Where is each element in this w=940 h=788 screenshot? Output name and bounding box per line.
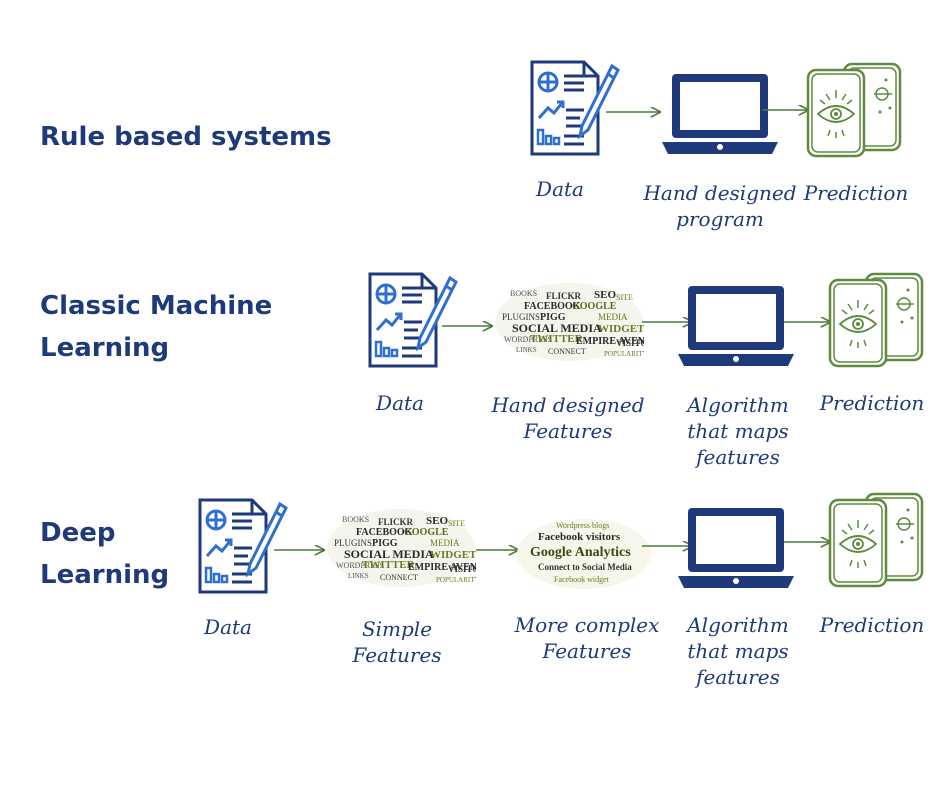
wordcloud-word: FACEBOOK (524, 301, 581, 312)
wordcloud-word: FLICKR (378, 517, 414, 527)
node-label-hand-designed-program: Hand designed program (643, 181, 797, 231)
wordcloud-word: SEO (426, 515, 448, 527)
wordcloud-word: PLUGINS (502, 312, 540, 322)
wordcloud-word: GOOGLE (404, 527, 449, 538)
node-label-data: Data (376, 391, 424, 415)
wordcloud-word: VISITORS (448, 564, 476, 574)
wordcloud-word: VISITORS (616, 338, 644, 348)
node-label-simple-features: Simple Features (352, 617, 442, 667)
wordcloud-word: EMPIRE AVENUE (576, 336, 644, 347)
wordcloud-word: MEDIA (430, 538, 460, 548)
wordcloud-word: POPULARITY (436, 576, 476, 584)
tarot-cards-icon (804, 60, 904, 160)
wordcloud-word: LINKS (516, 346, 537, 354)
wordcloud-word: CONNECT (380, 573, 418, 582)
wordcloud-word: CONNECT (548, 347, 586, 356)
wordcloud-word: TWITTER (530, 333, 584, 345)
wordcloud-word: Google Analytics (530, 545, 631, 560)
wordcloud-word: Connect to Social Media (538, 562, 632, 572)
wordcloud-word: SOCIAL MEDIA (512, 321, 602, 335)
tarot-cards-icon (826, 270, 926, 370)
wordcloud-word: TWITTER (362, 559, 416, 571)
wordcloud-word: GOOGLE (572, 301, 617, 312)
node-label-data: Data (204, 615, 252, 639)
arrow-icon (784, 314, 834, 330)
arrow-icon (442, 318, 496, 334)
wordcloud-word: FACEBOOK (356, 527, 413, 538)
wordcloud-word: WIDGETS (598, 323, 644, 335)
node-label-algorithm: Algorithm that maps features (687, 393, 789, 469)
arrow-icon (476, 542, 522, 558)
wordcloud-word: PLUGINS (334, 538, 372, 548)
wordcloud-word: EMPIRE AVENUE (408, 562, 476, 573)
wordcloud-word: Wordpress blogs (556, 521, 609, 530)
arrow-icon (274, 542, 328, 558)
arrow-icon (642, 538, 696, 554)
wordcloud-word: WIDGETS (430, 549, 476, 561)
wordcloud-word: POPULARITY (604, 350, 644, 358)
node-label-prediction: Prediction (803, 181, 909, 205)
wordcloud-word: SITE (448, 519, 465, 528)
arrow-icon (606, 104, 664, 120)
tarot-cards-icon (826, 490, 926, 590)
wordcloud-word: MEDIA (598, 312, 628, 322)
laptop-icon (676, 282, 796, 372)
arrow-icon (762, 102, 812, 118)
wordcloud-word: LINKS (348, 572, 369, 580)
wordcloud-word: BOOKS (342, 515, 369, 524)
wordcloud-word: Facebook widget (554, 575, 610, 584)
word-cloud-icon: Wordpress blogs Facebook visitors Google… (517, 519, 651, 589)
row-title-rule-based: Rule based systems (40, 122, 332, 152)
arrow-icon (784, 534, 834, 550)
wordcloud-word: SOCIAL MEDIA (344, 547, 434, 561)
node-label-hand-designed-features: Hand designed Features (491, 393, 645, 443)
wordcloud-word: SITE (616, 293, 633, 302)
word-cloud-icon: BOOKS FLICKR SEO SITE FACEBOOK GOOGLE PL… (327, 509, 476, 587)
wordcloud-word: Facebook visitors (538, 531, 621, 543)
node-label-algorithm: Algorithm that maps features (687, 613, 789, 689)
wordcloud-word: PIGG (372, 538, 398, 549)
word-cloud-icon: BOOKS FLICKR SEO SITE FACEBOOK GOOGLE PL… (495, 283, 644, 361)
wordcloud-word: WORDPRESS (504, 335, 552, 344)
arrow-icon (642, 314, 696, 330)
row-title-classic-ml: Classic Machine Learning (40, 291, 273, 363)
wordcloud-word: FLICKR (546, 291, 582, 301)
row-title-deep-learning: Deep Learning (40, 518, 170, 590)
wordcloud-word: PIGG (540, 312, 566, 323)
wordcloud-word: SEO (594, 289, 616, 301)
node-label-prediction: Prediction (819, 613, 925, 637)
laptop-icon (676, 504, 796, 594)
node-label-prediction: Prediction (819, 391, 925, 415)
wordcloud-word: WORDPRESS (336, 561, 384, 570)
wordcloud-word: BOOKS (510, 289, 537, 298)
node-label-data: Data (536, 177, 584, 201)
node-label-more-complex-features: More complex Features (514, 613, 660, 663)
